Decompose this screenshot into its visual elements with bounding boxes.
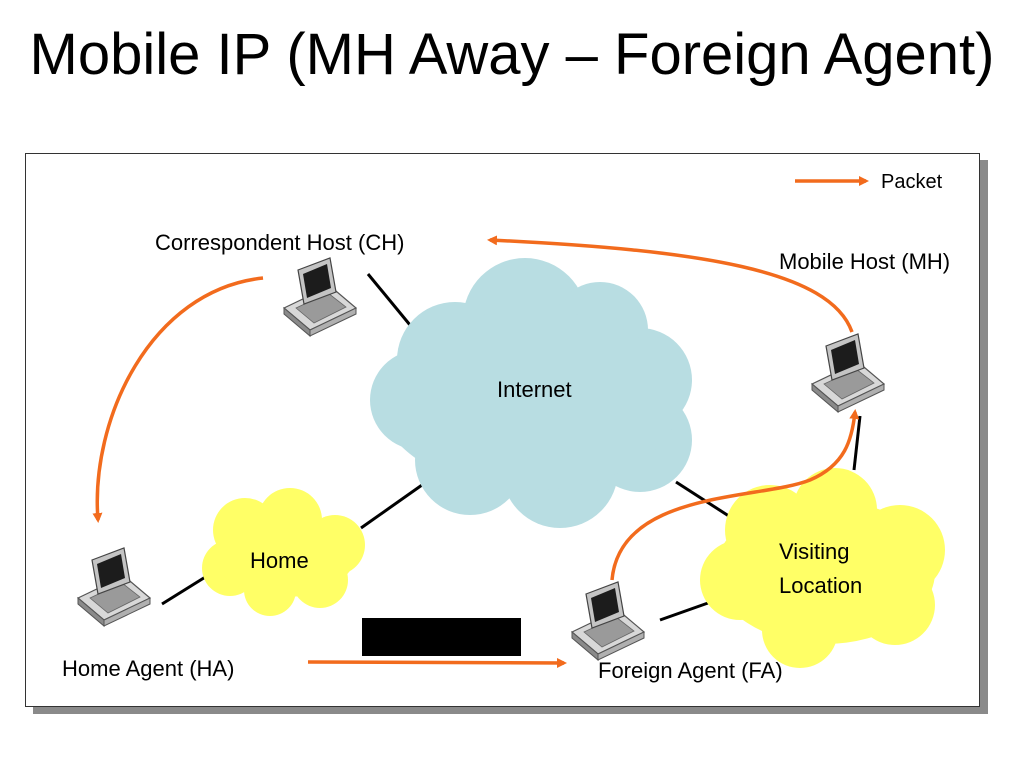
- internet-label: Internet: [497, 377, 572, 402]
- mh-label: Mobile Host (MH): [779, 249, 951, 274]
- fa-visiting-link: [659, 601, 709, 622]
- visiting-label-line2: Location: [779, 573, 863, 598]
- home-label: Home: [250, 548, 309, 573]
- home-internet-link: [360, 483, 423, 530]
- visiting-cloud: [700, 468, 945, 668]
- mh-laptop-icon: [811, 333, 885, 413]
- fa-laptop-icon: [571, 581, 645, 661]
- mh-visiting-link: [852, 415, 862, 471]
- ha-to-fa-arrow: [307, 657, 567, 668]
- visiting-label-line1: Visiting: [779, 539, 850, 564]
- packet-arrows: [92, 176, 869, 668]
- ha-label: Home Agent (HA): [62, 656, 235, 681]
- legend-label: Packet: [881, 171, 943, 193]
- mh-to-ch-arrow: [487, 235, 854, 333]
- internet-cloud: [370, 258, 692, 528]
- fa-to-mh-arrow: [610, 409, 860, 581]
- ch-to-ha-arrow: [92, 276, 264, 523]
- ch-laptop-icon: [283, 257, 357, 337]
- ch-internet-link: [366, 273, 412, 326]
- ha-laptop-icon: [77, 547, 151, 627]
- slide-title: Mobile IP (MH Away – Foreign Agent): [29, 22, 995, 87]
- ch-label: Correspondent Host (CH): [155, 230, 405, 255]
- home-cloud: [202, 488, 365, 616]
- fa-label: Foreign Agent (FA): [598, 658, 783, 683]
- redaction-block: [362, 618, 521, 656]
